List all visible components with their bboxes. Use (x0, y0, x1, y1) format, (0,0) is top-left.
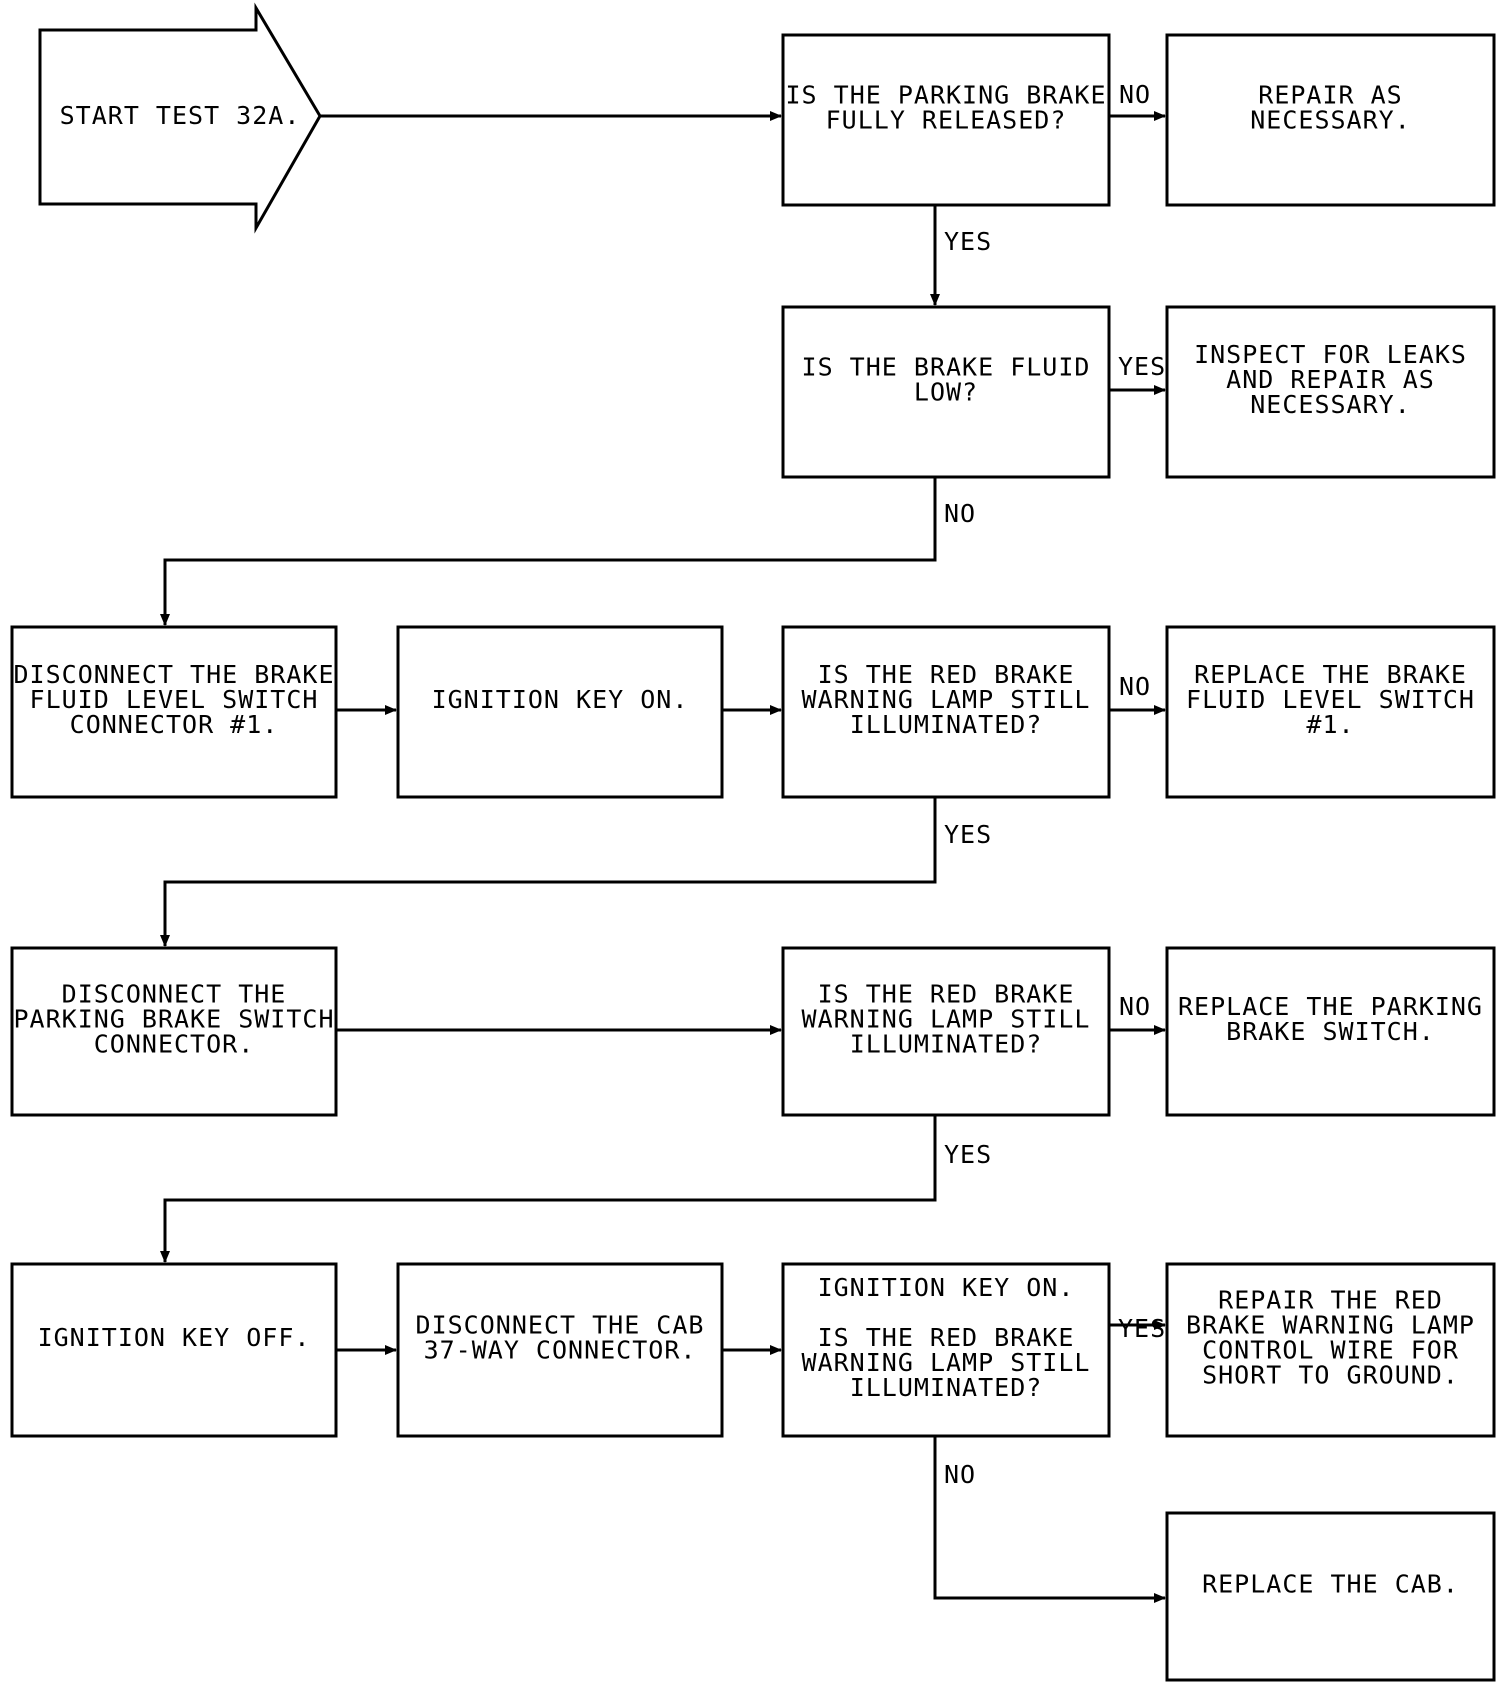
replace-parking-switch-text-line-1: REPLACE THE PARKING (1178, 992, 1483, 1021)
disconnect-cab-text-line-2: 37-WAY CONNECTOR. (424, 1336, 697, 1365)
q-lamp-2-text-line-3: ILLUMINATED? (850, 1030, 1043, 1059)
q-lamp-1-text-line-2: WARNING LAMP STILL (802, 685, 1091, 714)
ignition-key-on-box: IGNITION KEY ON. (396, 625, 724, 799)
q-lamp-3-text-line-5: ILLUMINATED? (850, 1373, 1043, 1402)
repair-as-necessary-text-line-1: REPAIR AS (1258, 81, 1402, 110)
disconnect-fluid-switch-text-line-2: FLUID LEVEL SWITCH (30, 685, 319, 714)
q-fluid-low-text-line-2: LOW? (914, 378, 978, 407)
replace-cab-box: REPLACE THE CAB. (1165, 1511, 1496, 1682)
ignition-off-text-line-1: IGNITION KEY OFF. (38, 1323, 311, 1352)
fluid-no-label: NO (944, 499, 976, 528)
q-lamp-3-text-line-1: IGNITION KEY ON. (818, 1273, 1075, 1302)
parking-yes-label: YES (944, 227, 992, 256)
q-fluid-low-text-line-1: IS THE BRAKE FLUID (802, 353, 1091, 382)
disconnect-fluid-switch-text-line-1: DISCONNECT THE BRAKE (13, 660, 334, 689)
parking-no-label: NO (1119, 80, 1151, 109)
q-lamp-3-text-line-3: IS THE RED BRAKE (818, 1323, 1075, 1352)
lamp-3-no-label: NO (944, 1460, 976, 1489)
lamp-1-yes-connector (160, 797, 937, 947)
disconnect-parking-switch-text-line-3: CONNECTOR. (94, 1030, 255, 1059)
start-test-arrow: START TEST 32A. (38, 2, 322, 234)
fluid-yes-label: YES (1118, 352, 1166, 381)
ignition-on-1-text-line-1: IGNITION KEY ON. (432, 685, 689, 714)
repair-control-wire-text-line-1: REPAIR THE RED (1218, 1286, 1443, 1315)
start-text-line-1: START TEST 32A. (60, 101, 301, 130)
lamp-3-yes-label: YES (1118, 1314, 1166, 1343)
fluid-no-connector (160, 477, 937, 626)
lamp-2-yes-connector (160, 1115, 937, 1263)
replace-parking-switch-text-line-2: BRAKE SWITCH. (1226, 1017, 1435, 1046)
lamp-1-yes-label: YES (944, 820, 992, 849)
inspect-leaks-text-line-2: AND REPAIR AS (1226, 365, 1435, 394)
disconnect-fluid-switch-text-line-3: CONNECTOR #1. (70, 710, 279, 739)
replace-fluid-switch-text-line-2: FLUID LEVEL SWITCH (1186, 685, 1475, 714)
q-parking-released-text-line-2: FULLY RELEASED? (826, 106, 1067, 135)
lamp-1-no-label: NO (1119, 672, 1151, 701)
q-lamp-2-text-line-2: WARNING LAMP STILL (802, 1005, 1091, 1034)
replace-fluid-switch-text-line-3: #1. (1306, 710, 1354, 739)
ignition-key-off-box: IGNITION KEY OFF. (10, 1262, 338, 1438)
disconnect-parking-switch-text-line-1: DISCONNECT THE (62, 980, 287, 1009)
replace-fluid-switch-text-line-1: REPLACE THE BRAKE (1194, 660, 1467, 689)
repair-control-wire-text-line-2: BRAKE WARNING LAMP (1186, 1311, 1475, 1340)
lamp-3-no-connector (933, 1436, 1166, 1603)
repair-control-wire-text-line-3: CONTROL WIRE FOR (1202, 1336, 1459, 1365)
red-lamp-illuminated-question-3: IGNITION KEY ON. IS THE RED BRAKEWARNING … (781, 1262, 1111, 1438)
repair-control-wire-text-line-4: SHORT TO GROUND. (1202, 1361, 1459, 1390)
q-lamp-3-text-line-4: WARNING LAMP STILL (802, 1348, 1091, 1377)
disconnect-parking-switch-text-line-2: PARKING BRAKE SWITCH (13, 1005, 334, 1034)
q-lamp-1-text-line-1: IS THE RED BRAKE (818, 660, 1075, 689)
q-parking-released-text-line-1: IS THE PARKING BRAKE (785, 81, 1106, 110)
inspect-leaks-text-line-1: INSPECT FOR LEAKS (1194, 340, 1467, 369)
connectors (160, 111, 1166, 1603)
disconnect-cab-text-line-1: DISCONNECT THE CAB (416, 1311, 705, 1340)
edge-labels: NO YES YES NO NO YES NO YES YES NO (944, 80, 1166, 1489)
lamp-2-yes-label: YES (944, 1140, 992, 1169)
replace-cab-text-line-1: REPLACE THE CAB. (1202, 1570, 1459, 1599)
q-lamp-2-text-line-1: IS THE RED BRAKE (818, 980, 1075, 1009)
lamp-2-no-label: NO (1119, 992, 1151, 1021)
q-lamp-1-text-line-3: ILLUMINATED? (850, 710, 1043, 739)
inspect-leaks-text-line-3: NECESSARY. (1250, 390, 1411, 419)
repair-as-necessary-text-line-2: NECESSARY. (1250, 106, 1411, 135)
